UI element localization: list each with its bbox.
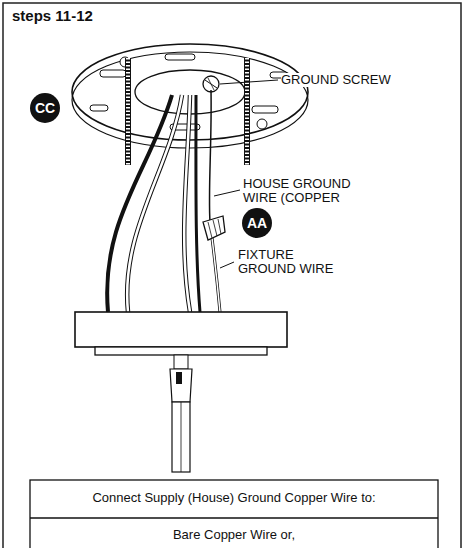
leader-line [214, 190, 240, 196]
part-label: HOUSE GROUND WIRE (COPPER [243, 177, 361, 205]
stem [170, 355, 192, 472]
fixture-white-wire [184, 95, 190, 312]
table-cell: Bare Copper Wire or, [34, 528, 434, 542]
frame [3, 3, 461, 548]
leader-line [220, 80, 278, 84]
callout-circle: CC [30, 93, 60, 123]
callout-letters: CC [35, 101, 55, 115]
part-label: FIXTURE GROUND WIRE [238, 248, 338, 276]
house-ground-wire [209, 90, 211, 222]
wire-nut [203, 216, 225, 240]
white-wire [127, 95, 182, 312]
part-label: GROUND SCREW [281, 73, 391, 87]
leader-line [220, 262, 234, 268]
step-title: steps 11-12 [12, 9, 93, 23]
ground-screw [203, 76, 219, 92]
fixture-black-wire [196, 95, 200, 312]
callout-circle: AA [242, 208, 272, 238]
black-wire [107, 95, 172, 312]
callout-letters: AA [247, 216, 267, 230]
fixture-ground-wire [212, 238, 220, 312]
table [30, 480, 438, 548]
table-cell: Connect Supply (House) Ground Copper Wir… [34, 491, 434, 505]
canopy [75, 312, 287, 355]
